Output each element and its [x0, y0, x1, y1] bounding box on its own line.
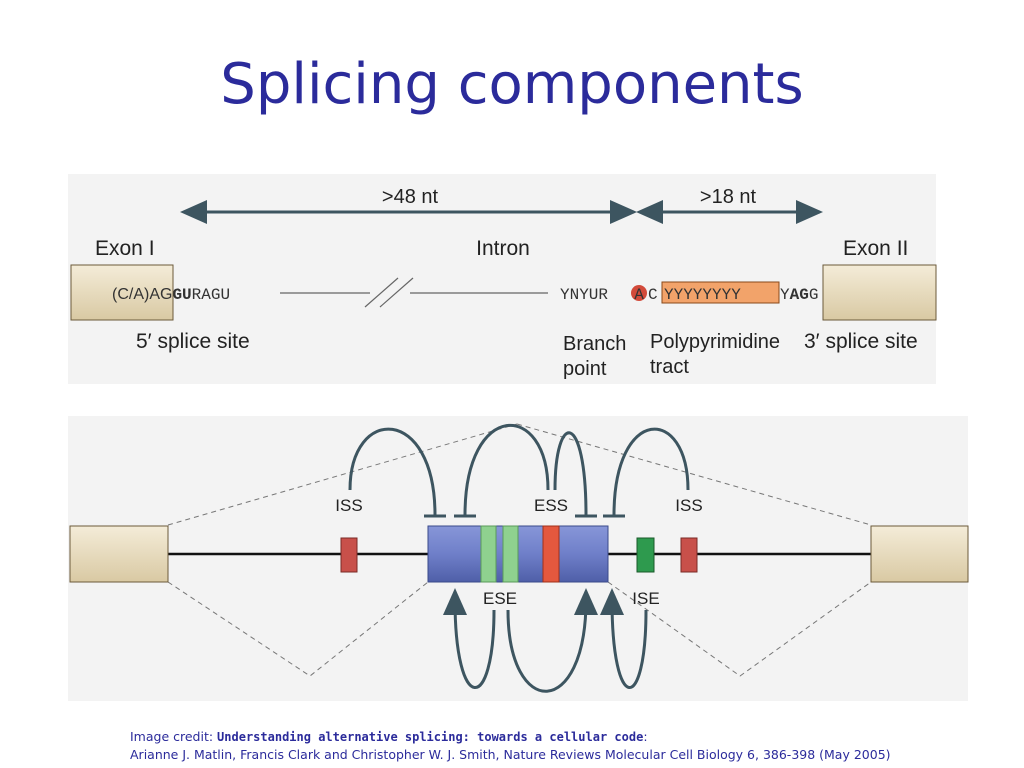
branch-point-a-circle: [631, 285, 647, 301]
iss-element-left: [340, 537, 358, 573]
seq5-gu: GU: [172, 286, 191, 304]
label-5prime-splice-site: 5′ splice site: [136, 330, 250, 353]
exon1-box: [70, 264, 174, 321]
label-ise: ISE: [632, 589, 659, 608]
five-prime-sequence: (C/A)AGGURAGU: [112, 286, 230, 304]
dashed-upper-right: [516, 423, 872, 526]
label-polypyrimidine-line1: Polypyrimidine: [650, 331, 780, 353]
label-48nt: >48 nt: [382, 186, 439, 208]
label-branch-point-line1: Branch: [563, 333, 626, 355]
ese-element-2: [502, 525, 519, 583]
branch-sequence: YNYUR: [560, 286, 608, 304]
ess-element: [542, 525, 560, 583]
branch-point-a: A: [634, 286, 644, 304]
label-polypyrimidine-line2: tract: [650, 356, 689, 378]
credit-line-2: Arianne J. Matlin, Francis Clark and Chr…: [130, 747, 891, 762]
ise-element: [636, 537, 655, 573]
credit-prefix: Image credit:: [130, 729, 218, 744]
credit-line-1: Image credit: Understanding alternative …: [130, 728, 1010, 746]
ise-activation-arc: [600, 588, 648, 689]
branch-c: C: [648, 286, 658, 304]
dashed-upper-left: [167, 423, 518, 526]
dashed-lower-right: [607, 581, 872, 677]
intron-break-2: [379, 277, 414, 308]
label-exon2: Exon II: [843, 237, 908, 260]
downstream-exon: [870, 525, 969, 583]
label-intron: Intron: [476, 237, 530, 260]
intron-break-1: [364, 277, 399, 308]
label-ese: ESE: [483, 589, 517, 608]
polypyrimidine-sequence: YYYYYYYY: [664, 286, 741, 304]
image-credit: Image credit: Understanding alternative …: [130, 728, 1010, 764]
label-branch-point-line2: point: [563, 358, 607, 380]
credit-paper-title: Understanding alternative splicing: towa…: [217, 730, 644, 744]
ese-element-1: [480, 525, 497, 583]
ess-inhibition-arc-left: [463, 423, 550, 516]
iss-right-inhibition-arc: [612, 427, 690, 516]
ese-activation-arc-right: [506, 588, 598, 693]
seq3-ag: AG: [790, 286, 809, 304]
polypyrimidine-tract-box: [661, 281, 780, 304]
seq3-y: Y: [780, 286, 790, 304]
three-prime-sequence: YAGG: [780, 286, 818, 304]
iss-element-right: [680, 537, 698, 573]
label-iss-right: ISS: [675, 496, 702, 515]
exon2-box: [822, 264, 937, 321]
credit-colon: :: [643, 729, 648, 744]
label-iss-left: ISS: [335, 496, 362, 515]
page-title: Splicing components: [220, 52, 804, 117]
upstream-exon: [69, 525, 169, 583]
ese-activation-arc-left: [443, 588, 496, 689]
label-18nt: >18 nt: [700, 186, 757, 208]
seq5-suffix: RAGU: [192, 286, 230, 304]
ess-inhibition-arc-right: [553, 431, 588, 516]
label-exon1: Exon I: [95, 237, 155, 260]
seq3-g: G: [809, 286, 819, 304]
label-ess: ESS: [534, 496, 568, 515]
seq5-prefix: (C/A)AG: [112, 286, 172, 303]
iss-left-inhibition-arc: [348, 427, 437, 516]
label-3prime-splice-site: 3′ splice site: [804, 330, 918, 353]
dashed-lower-left: [167, 581, 429, 677]
